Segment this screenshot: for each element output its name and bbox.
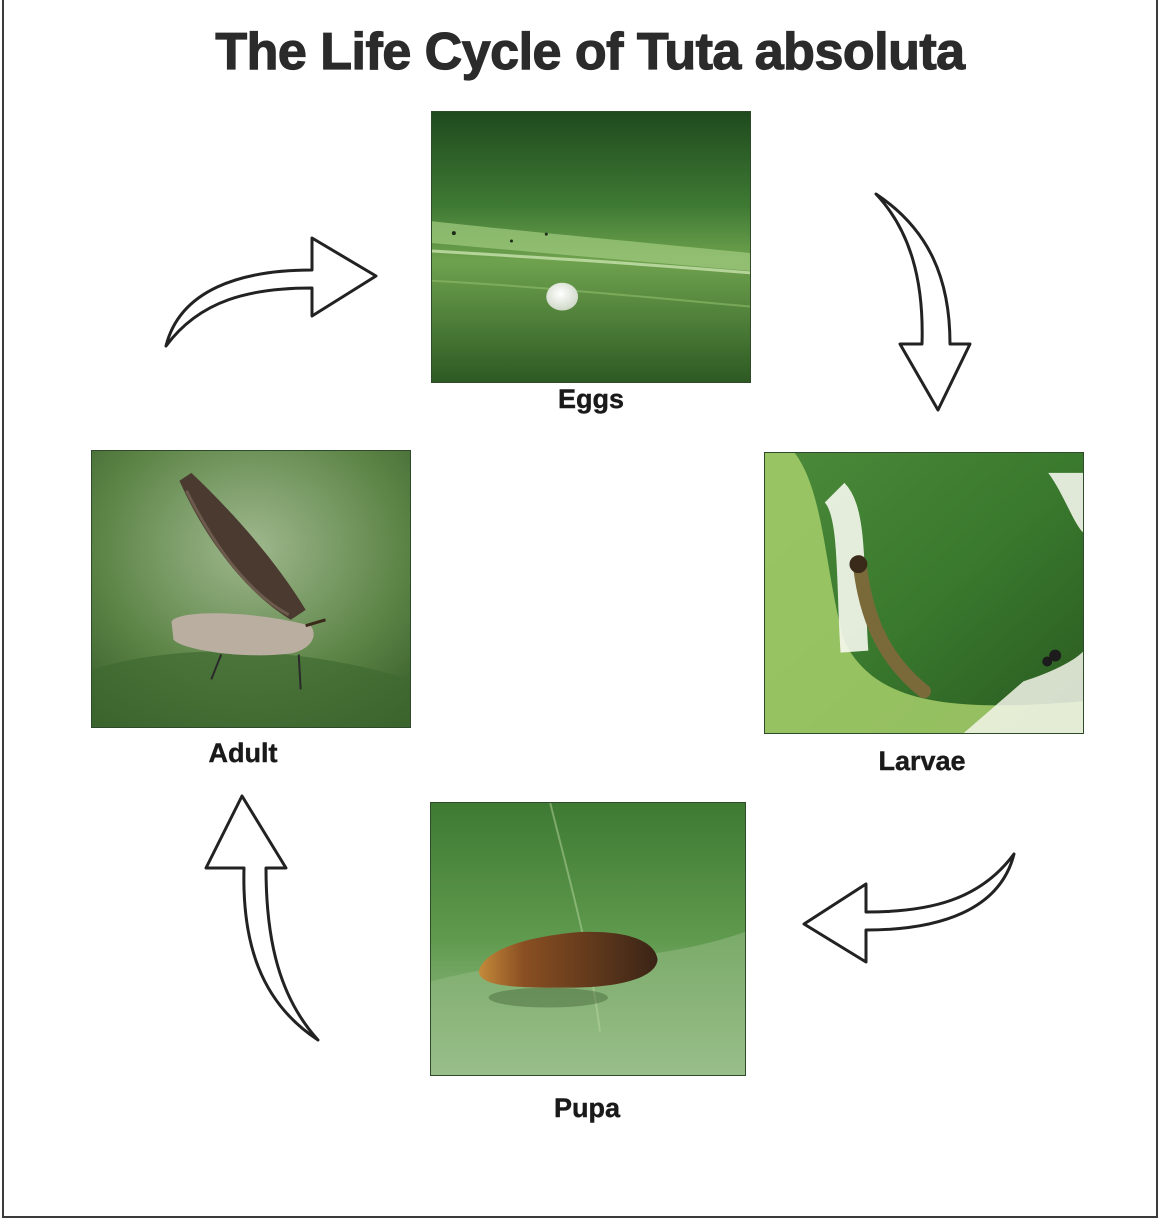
- eggs-photo: [431, 111, 751, 383]
- arrow-adult-to-eggs: [160, 230, 384, 352]
- pupa-photo: [430, 802, 746, 1076]
- adult-label: Adult: [183, 738, 303, 769]
- arrow-pupa-to-adult: [196, 792, 324, 1046]
- larvae-photo: [764, 452, 1084, 734]
- diagram-title: The Life Cycle of Tuta absoluta: [0, 22, 1162, 82]
- eggs-label: Eggs: [531, 384, 651, 415]
- adult-photo: [91, 450, 411, 728]
- arrow-eggs-to-larvae: [870, 190, 978, 416]
- egg-icon: [546, 283, 578, 311]
- larvae-label: Larvae: [862, 746, 982, 777]
- arrow-larvae-to-pupa: [800, 850, 1020, 970]
- pupa-label: Pupa: [527, 1093, 647, 1124]
